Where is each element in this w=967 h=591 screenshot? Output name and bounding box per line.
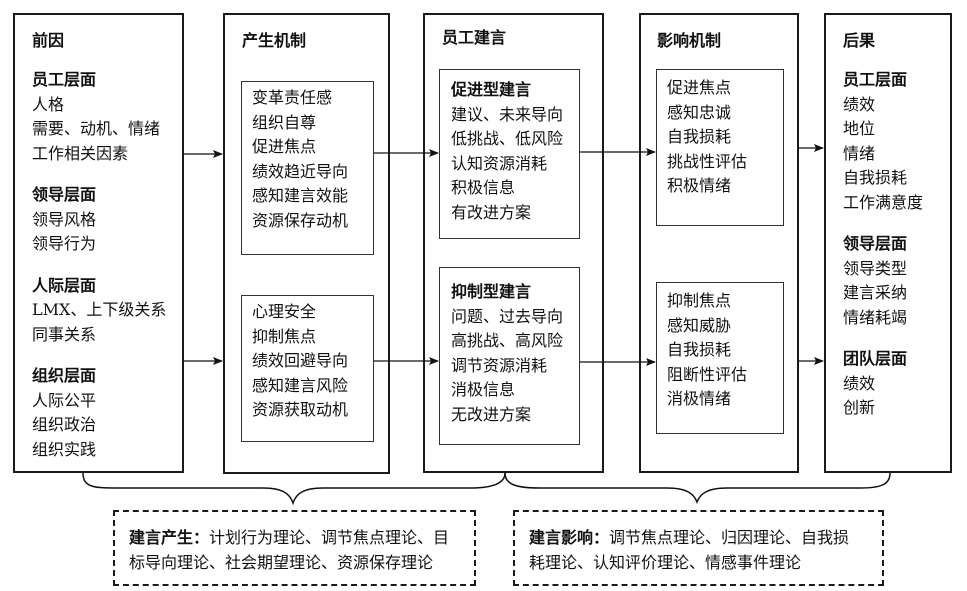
list-item: 领导行为 — [32, 234, 97, 253]
list-item: 地位 — [843, 119, 876, 138]
list-item: LMX、上下级关系 — [32, 300, 167, 319]
list-item: 绩效趋近导向 — [252, 161, 349, 181]
list-item: 绩效 — [843, 94, 876, 114]
list-item: 消极信息 — [451, 380, 516, 399]
group-heading: 组织层面 — [32, 366, 97, 385]
list-item: 心理安全 — [252, 302, 317, 321]
list-item: 绩效 — [843, 373, 876, 393]
list-item: 自我损耗 — [667, 340, 732, 359]
list-item: 情绪 — [843, 143, 876, 163]
list-item: 问题、过去导向 — [451, 306, 564, 326]
box-heading: 抑制型建言 — [451, 282, 532, 301]
list-item: 变革责任感 — [252, 88, 333, 107]
outcomes-title: 后果 — [843, 31, 876, 50]
theory-text: 计划行为理论、调节焦点理论、目 — [209, 528, 450, 547]
list-item: 绩效回避导向 — [252, 351, 349, 370]
list-item: 建议、未来导向 — [451, 104, 564, 124]
list-item: 工作相关因素 — [32, 143, 129, 163]
list-item: 工作满意度 — [843, 192, 924, 212]
list-item: 建言采纳 — [843, 283, 908, 302]
influence-prohibitive-box: 抑制焦点 感知威胁 自我损耗 阻断性评估 消极情绪 — [656, 282, 784, 434]
list-item: 高挑战、高风险 — [451, 331, 564, 350]
list-item: 感知忠诚 — [667, 102, 732, 122]
brace-generation — [82, 472, 506, 506]
list-item: 感知威胁 — [667, 315, 732, 335]
theory-box-generation: 建言产生：计划行为理论、调节焦点理论、目 标导向理论、社会期望理论、资源保存理论 — [113, 510, 476, 586]
antecedents-column: 前因 员工层面 人格 需要、动机、情绪 工作相关因素 领导层面 领导风格 领导行… — [13, 13, 184, 473]
list-item: 组织自尊 — [252, 112, 317, 132]
antecedents-list: 员工层面 人格 需要、动机、情绪 工作相关因素 领导层面 领导风格 领导行为 人… — [32, 68, 166, 462]
group-heading: 员工层面 — [843, 70, 908, 89]
theory-box-influence: 建言影响：调节焦点理论、归因理论、自我损 耗理论、认知评价理论、情感事件理论 — [513, 510, 884, 586]
list-item: 领导风格 — [32, 209, 97, 229]
antecedents-title: 前因 — [32, 31, 65, 50]
influence-mechanism-title: 影响机制 — [657, 31, 722, 50]
promotive-voice-box: 促进型建言 建议、未来导向 低挑战、低风险 认知资源消耗 积极信息 有改进方案 — [439, 69, 580, 239]
list-item: 组织政治 — [32, 415, 97, 434]
theory-label: 建言产生： — [129, 528, 210, 547]
list-item: 自我损耗 — [667, 127, 732, 146]
outcomes-column: 后果 员工层面 绩效 地位 情绪 自我损耗 工作满意度 领导层面 领导类型 建言… — [824, 13, 952, 473]
brace-influence — [504, 472, 891, 505]
list-item: 认知资源消耗 — [451, 153, 548, 173]
list-item: 情绪耗竭 — [843, 307, 908, 327]
list-item: 无改进方案 — [451, 404, 532, 424]
list-item: 低挑战、低风险 — [451, 129, 564, 148]
list-item: 需要、动机、情绪 — [32, 119, 161, 138]
group-heading: 人际层面 — [32, 275, 97, 295]
outcomes-list: 员工层面 绩效 地位 情绪 自我损耗 工作满意度 领导层面 领导类型 建言采纳 … — [843, 68, 923, 421]
box-heading: 促进型建言 — [451, 80, 532, 99]
generation-prohibitive-box: 心理安全 抑制焦点 绩效回避导向 感知建言风险 资源获取动机 — [241, 295, 374, 442]
group-heading: 领导层面 — [32, 185, 97, 204]
list-item: 抑制焦点 — [667, 291, 732, 310]
list-item: 组织实践 — [32, 439, 97, 459]
list-item: 有改进方案 — [451, 202, 532, 222]
list-item: 抑制焦点 — [252, 326, 317, 346]
theory-label: 建言影响： — [529, 528, 610, 547]
list-item: 积极信息 — [451, 178, 516, 197]
list-item: 资源获取动机 — [252, 400, 349, 419]
list-item: 调节资源消耗 — [451, 355, 548, 375]
list-item: 积极情绪 — [667, 176, 732, 195]
theory-text: 调节焦点理论、归因理论、自我损 — [609, 528, 850, 547]
list-item: 自我损耗 — [843, 168, 908, 187]
prohibitive-voice-box: 抑制型建言 问题、过去导向 高挑战、高风险 调节资源消耗 消极信息 无改进方案 — [439, 267, 580, 445]
list-item: 感知建言风险 — [252, 375, 349, 395]
list-item: 人际公平 — [32, 390, 97, 410]
list-item: 阻断性评估 — [667, 364, 748, 384]
list-item: 感知建言效能 — [252, 186, 349, 205]
theory-text: 耗理论、认知评价理论、情感事件理论 — [529, 552, 802, 572]
list-item: 促进焦点 — [667, 78, 732, 97]
generation-mechanism-title: 产生机制 — [242, 31, 307, 50]
list-item: 领导类型 — [843, 258, 908, 278]
list-item: 促进焦点 — [252, 137, 317, 156]
list-item: 同事关系 — [32, 324, 97, 344]
list-item: 资源保存动机 — [252, 210, 349, 230]
group-heading: 员工层面 — [32, 70, 97, 89]
employee-voice-title: 员工建言 — [442, 28, 507, 47]
list-item: 创新 — [843, 398, 876, 417]
influence-promotive-box: 促进焦点 感知忠诚 自我损耗 挑战性评估 积极情绪 — [656, 69, 784, 226]
list-item: 挑战性评估 — [667, 151, 748, 171]
generation-promotive-box: 变革责任感 组织自尊 促进焦点 绩效趋近导向 感知建言效能 资源保存动机 — [241, 81, 374, 255]
list-item: 人格 — [32, 94, 65, 114]
list-item: 消极情绪 — [667, 389, 732, 408]
theory-text: 标导向理论、社会期望理论、资源保存理论 — [129, 552, 434, 572]
group-heading: 团队层面 — [843, 349, 908, 368]
group-heading: 领导层面 — [843, 234, 908, 253]
